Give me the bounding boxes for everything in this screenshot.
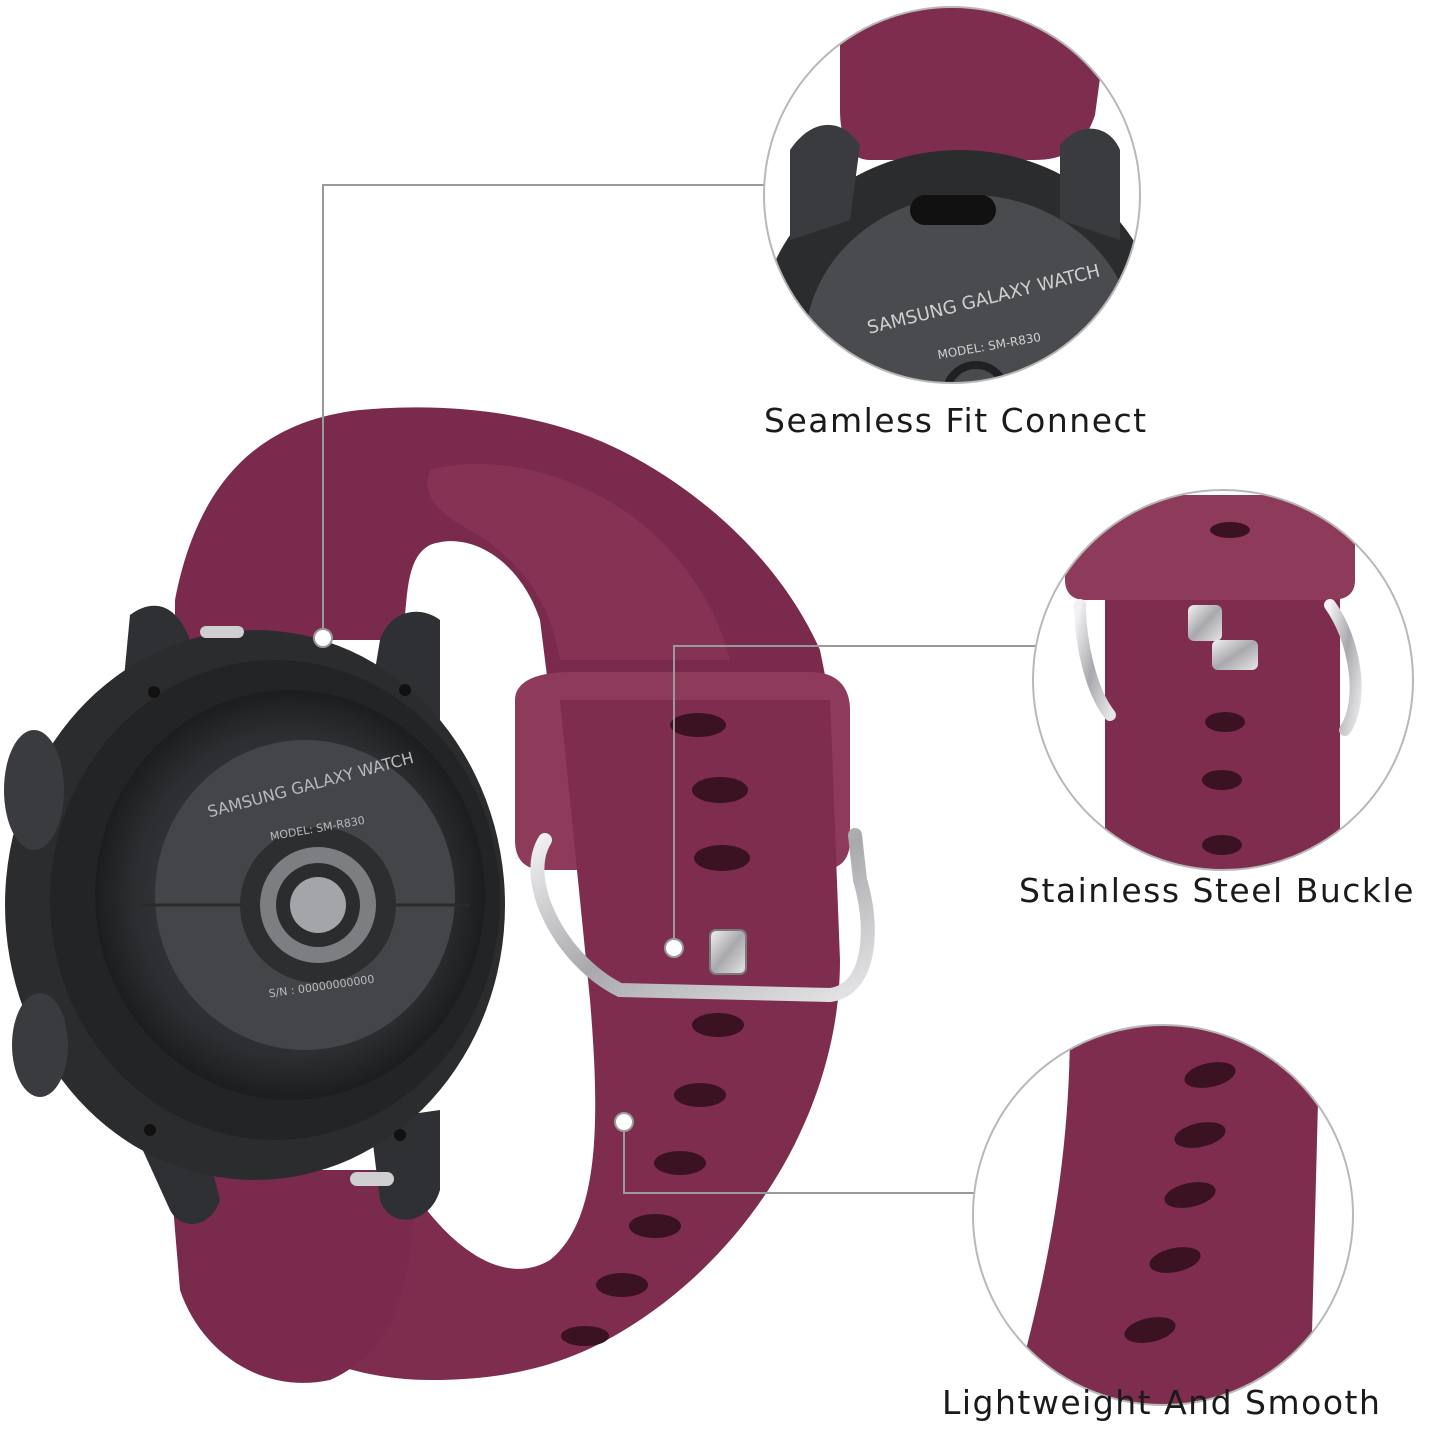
zoom-circle-seamless: SAMSUNG GALAXY WATCH MODEL: SM-R830 — [763, 6, 1141, 384]
callout-dot-lightweight — [614, 1112, 634, 1132]
callout-dot-seamless — [313, 628, 333, 648]
callout-line-buckle — [673, 645, 1036, 948]
callout-dots — [313, 628, 684, 1132]
callout-dot-buckle — [664, 938, 684, 958]
caption-lightweight: Lightweight And Smooth — [942, 1383, 1381, 1422]
callout-line-seamless — [322, 184, 765, 638]
buckle-tongue — [709, 929, 747, 975]
zoom-circle-buckle — [1032, 489, 1414, 871]
watch-band — [170, 407, 875, 1383]
callout-lines — [322, 184, 1036, 1194]
buckle — [530, 828, 875, 1003]
bottom-strap-left — [170, 1170, 413, 1383]
caption-seamless-fit: Seamless Fit Connect — [764, 401, 1148, 440]
caption-buckle: Stainless Steel Buckle — [1019, 871, 1415, 910]
zoom-circle-lightweight — [972, 1024, 1354, 1406]
strap-holes — [561, 713, 750, 1346]
upper-strap-highlight — [427, 463, 730, 660]
callout-line-lightweight — [623, 1122, 975, 1194]
watch-body: SAMSUNG GALAXY WATCH MODEL: SM-R830 S/N … — [4, 605, 505, 1224]
